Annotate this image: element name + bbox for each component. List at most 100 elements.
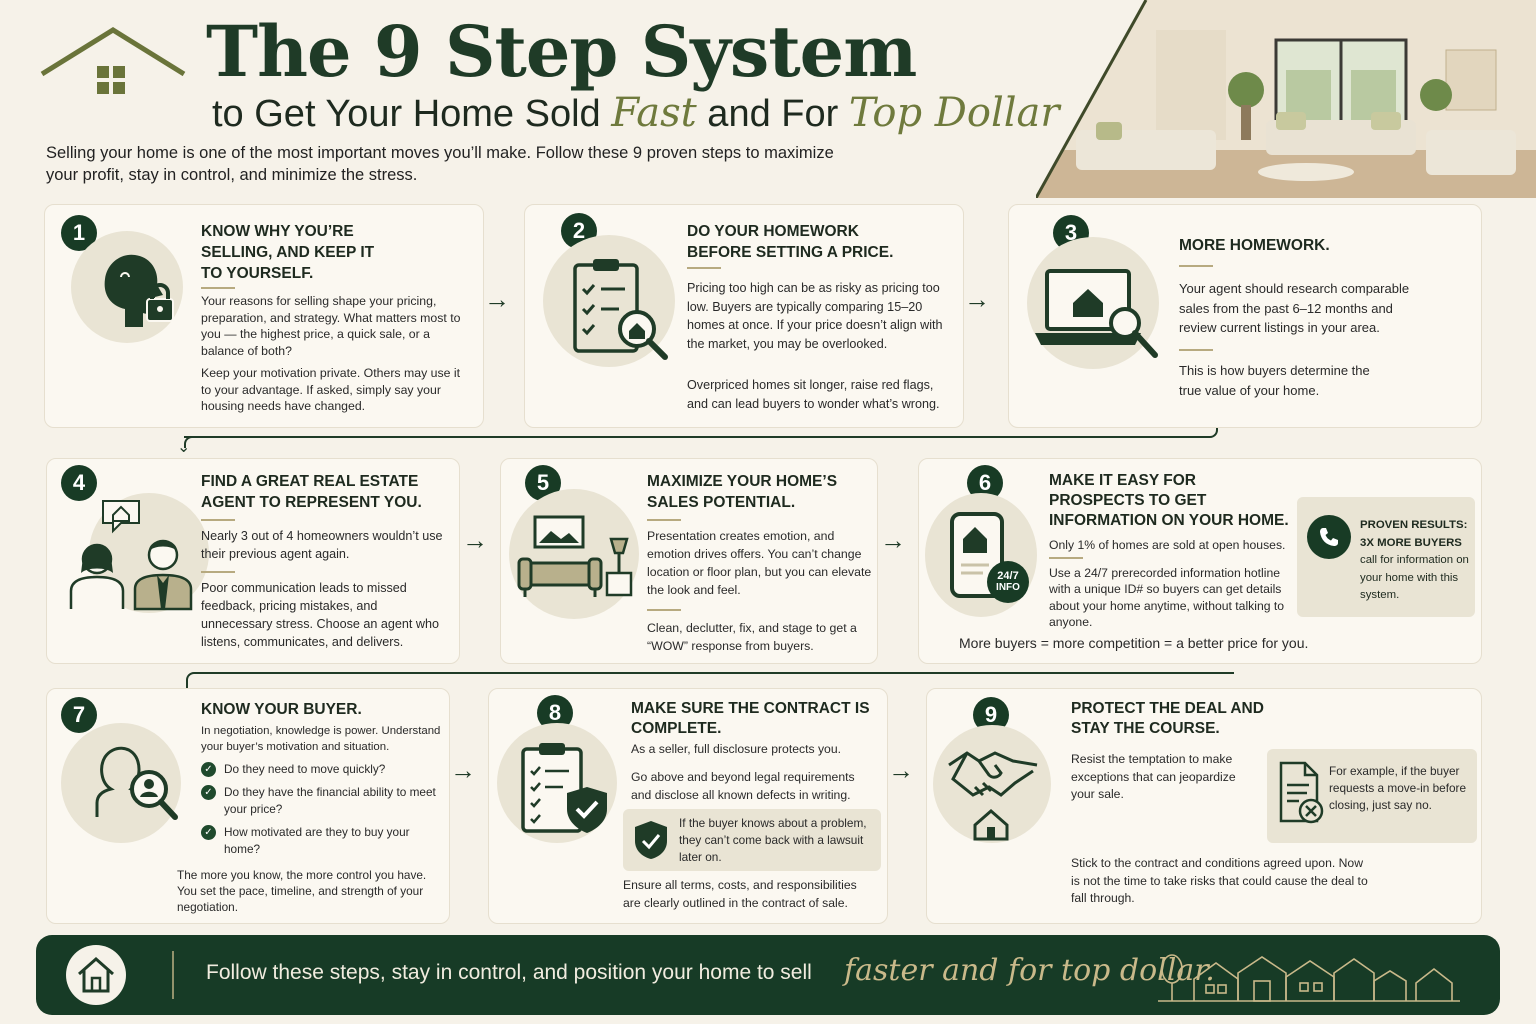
handshake-icon (948, 751, 1038, 841)
footer-home-badge (66, 945, 126, 1005)
sofa-icon (517, 515, 633, 597)
footer-banner: Follow these steps, stay in control, and… (36, 935, 1500, 1015)
step-8-text-3: Ensure all terms, costs, and responsibil… (623, 878, 857, 910)
step-7-text-2: The more you know, the more control you … (177, 868, 427, 914)
step-5-text-2: Clean, declutter, fix, and stage to get … (647, 621, 857, 653)
step-2-text-2: Overpriced homes sit longer, raise red f… (687, 378, 940, 411)
step-5-rule-2 (647, 609, 681, 611)
checklist-text: How motivated are they to buy your home? (224, 825, 410, 856)
step-7-card: 7 KNOW YOUR BUYER. In negotiation, knowl… (46, 688, 450, 924)
subtitle-emphasis-top-dollar: Top Dollar (848, 90, 1060, 136)
step-6-card: 6 24/7 INFO MAKE IT EASY FOR PROSPECTS T… (918, 458, 1482, 664)
lawsuit-note-box: If the buyer knows about a problem, they… (623, 809, 881, 871)
step-8-card: 8 MAKE SURE THE CONTRACT IS COMPLETE. As… (488, 688, 888, 924)
contract-shield-icon (521, 743, 607, 833)
step-1-text-2: Keep your motivation private. Others may… (201, 366, 461, 413)
footer-emphasis: faster and for top dollar. (844, 953, 1215, 988)
laptop-home-icon (1035, 269, 1158, 358)
checklist-item: ✓ Do they need to move quickly? (201, 761, 441, 778)
document-cancel-icon (1279, 761, 1324, 824)
step-2-rule (687, 267, 721, 269)
neighborhood-houses-icon (1158, 954, 1460, 1002)
step-8-text-1: As a seller, full disclosure protects yo… (631, 742, 841, 756)
connector-line (184, 436, 204, 448)
house-logo-icon (40, 27, 186, 94)
step-8-text-2: Go above and beyond legal requirements a… (631, 770, 855, 802)
step-3-text-2: This is how buyers determine the true va… (1179, 363, 1370, 398)
checklist-text: Do they need to move quickly? (224, 762, 386, 776)
step-1-card: 1 KNOW WHY YOU’RE SELLING, AND KEEP IT T… (44, 204, 484, 428)
step-1-text-1: Your reasons for selling shape your pric… (201, 294, 461, 358)
arrow-down-icon: ⌄ (177, 439, 191, 456)
head-lock-icon (104, 254, 174, 327)
badge-line-1: 24/7 (997, 570, 1019, 582)
step-4-title: FIND A GREAT REAL ESTATE AGENT TO REPRES… (201, 473, 422, 511)
arrow-right-icon: → (484, 284, 510, 314)
step-3-rule (1179, 265, 1213, 267)
step-4-text-2: Poor communication leads to missed feedb… (201, 581, 440, 649)
example-note-box: For example, if the buyer requests a mov… (1267, 749, 1477, 843)
step-3-card: 3 MORE HOMEWORK. Your agent should resea… (1008, 204, 1482, 428)
step-3-rule-2 (1179, 349, 1213, 351)
step-6-text-1: Only 1% of homes are sold at open houses… (1049, 538, 1286, 552)
phone-icon (1307, 515, 1351, 559)
step-4-text-1: Nearly 3 out of 4 homeowners wouldn’t us… (201, 529, 443, 561)
step-2-number: 2 (561, 213, 597, 249)
check-icon: ✓ (201, 785, 216, 800)
check-icon: ✓ (201, 762, 216, 777)
example-note-text: For example, if the buyer requests a mov… (1329, 764, 1467, 812)
info-247-badge: 24/7 INFO (987, 561, 1029, 603)
arrow-right-icon: → (462, 525, 488, 555)
step-2-text-1: Pricing too high can be as risky as pric… (687, 281, 943, 352)
step-8-title: MAKE SURE THE CONTRACT IS COMPLETE. (631, 700, 870, 737)
checklist-text: Do they have the financial ability to me… (224, 785, 436, 816)
proven-highlight: 3X MORE BUYERS (1360, 536, 1462, 549)
check-icon: ✓ (201, 825, 216, 840)
step-7-number: 7 (61, 697, 97, 733)
proven-title: PROVEN RESULTS: (1360, 519, 1468, 531)
step-9-card: 9 PROTECT THE DEAL AND STAY THE COURSE. … (926, 688, 1482, 924)
page-title: The 9 Step System (206, 10, 917, 93)
step-4-rule (201, 519, 235, 521)
home-icon (78, 956, 114, 993)
subtitle-emphasis-fast: Fast (611, 90, 697, 136)
proven-body: call for information on your home with t… (1360, 554, 1469, 601)
step-7-text-1: In negotiation, knowledge is power. Unde… (201, 725, 441, 753)
living-room-image (1036, 0, 1536, 198)
step-4-card: 4 FIND A GREAT REAL ESTATE AGENT TO REPR… (46, 458, 460, 664)
step-3-text-1: Your agent should research comparable sa… (1179, 281, 1410, 336)
lawsuit-note-text: If the buyer knows about a problem, they… (679, 816, 867, 864)
step-6-rule (1049, 557, 1083, 559)
step-6-text-3: More buyers = more competition = a bette… (959, 635, 1309, 651)
step-9-text-2: Stick to the contract and conditions agr… (1071, 856, 1368, 905)
proven-results-text: PROVEN RESULTS: 3X MORE BUYERS call for … (1360, 517, 1472, 605)
step-5-rule (647, 519, 681, 521)
intro-text: Selling your home is one of the most imp… (46, 144, 834, 184)
step-4-number: 4 (61, 465, 97, 501)
step-5-title: MAXIMIZE YOUR HOME’S SALES POTENTIAL. (647, 473, 838, 511)
buyer-search-icon (95, 746, 178, 820)
step-9-text-1: Resist the temptation to make exceptions… (1071, 752, 1236, 801)
step-5-text-1: Presentation creates emotion, and emotio… (647, 529, 872, 597)
footer-divider (172, 951, 174, 999)
arrow-right-icon: → (964, 284, 990, 314)
arrow-right-icon: → (888, 755, 914, 785)
buyer-question-list: ✓ Do they need to move quickly? ✓ Do they … (201, 761, 441, 864)
step-1-title: KNOW WHY YOU’RE SELLING, AND KEEP IT TO … (201, 223, 375, 282)
badge-line-2: INFO (996, 582, 1020, 593)
step-2-title: DO YOUR HOMEWORK BEFORE SETTING A PRICE. (687, 223, 894, 261)
footer-text: Follow these steps, stay in control, and… (206, 961, 812, 984)
checklist-item: ✓ Do they have the financial ability to m… (201, 784, 441, 818)
step-1-rule (201, 287, 235, 289)
step-5-card: 5 MAXIMIZE YOUR HOME’S SALES POTENTIAL. … (500, 458, 878, 664)
subtitle-text-2: and For (696, 93, 849, 135)
shield-check-icon (635, 821, 667, 859)
step-9-title: PROTECT THE DEAL AND STAY THE COURSE. (1071, 700, 1264, 737)
step-6-text-2: Use a 24/7 prerecorded information hotli… (1049, 566, 1285, 629)
subtitle-text-1: to Get Your Home Sold (212, 93, 612, 135)
arrow-right-icon: → (450, 755, 476, 785)
clipboard-search-icon (573, 259, 668, 360)
arrow-right-icon: → (880, 525, 906, 555)
step-3-title: MORE HOMEWORK. (1179, 237, 1330, 254)
proven-results-box: PROVEN RESULTS: 3X MORE BUYERS call for … (1297, 497, 1475, 617)
